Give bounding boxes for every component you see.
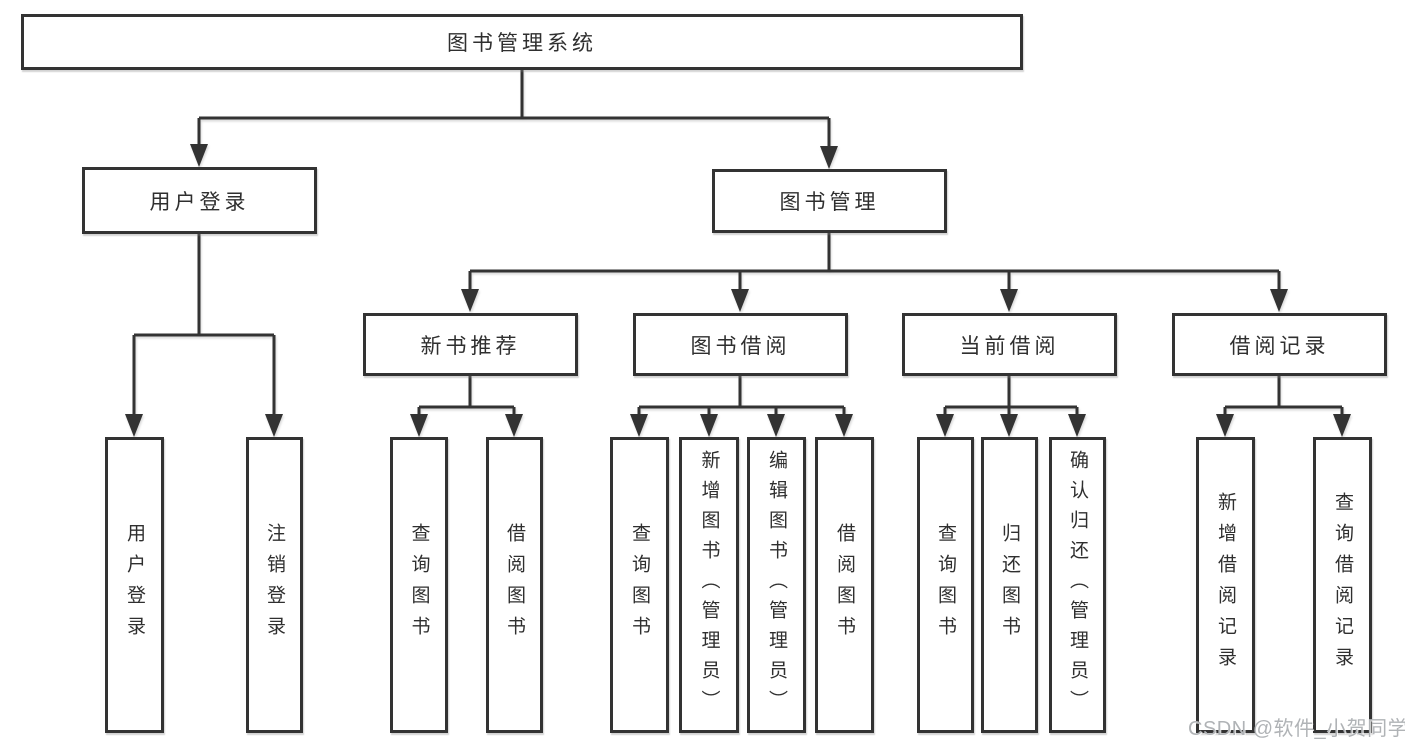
node-label: 新增借阅记录: [1215, 492, 1236, 678]
node-label: 查询借阅记录: [1332, 492, 1353, 678]
watermark-text: CSDN @软件_小贺同学: [1188, 718, 1405, 740]
node-label: 借阅记录: [1229, 334, 1330, 358]
node-book-borrow: 图书借阅: [633, 313, 848, 376]
leaf-query-borrow-record: 查询借阅记录: [1313, 437, 1372, 733]
leaf-confirm-return-admin: 确认归还（管理员）: [1049, 437, 1106, 733]
node-label: 查询图书: [408, 523, 430, 647]
node-user-login: 用户登录: [82, 167, 317, 234]
leaf-add-book-admin: 新增图书（管理员）: [679, 437, 739, 733]
node-current-borrow: 当前借阅: [902, 313, 1117, 376]
node-label: 查询图书: [629, 523, 650, 647]
leaf-logout: 注销登录: [246, 437, 303, 733]
node-label: 注销登录: [264, 523, 285, 647]
node-label: 确认归还（管理员）: [1067, 450, 1088, 720]
node-book-management: 图书管理: [712, 169, 947, 233]
node-label: 编辑图书（管理员）: [766, 450, 787, 720]
node-label: 归还图书: [999, 523, 1020, 647]
node-label: 新书推荐: [420, 334, 521, 358]
node-label: 图书管理: [779, 191, 880, 214]
node-label: 当前借阅: [959, 334, 1060, 358]
node-label: 借阅图书: [504, 523, 525, 647]
leaf-query-books-borrow: 查询图书: [610, 437, 669, 733]
leaf-borrow-books-recommend: 借阅图书: [486, 437, 543, 733]
node-label: 图书借阅: [690, 334, 791, 358]
leaf-return-book: 归还图书: [981, 437, 1038, 733]
leaf-edit-book-admin: 编辑图书（管理员）: [747, 437, 806, 733]
node-label: 借阅图书: [834, 523, 855, 647]
node-label: 查询图书: [935, 523, 956, 647]
node-label: 用户登录: [124, 523, 145, 647]
node-label: 新增图书（管理员）: [698, 450, 720, 720]
leaf-add-borrow-record: 新增借阅记录: [1196, 437, 1255, 733]
leaf-query-books-current: 查询图书: [917, 437, 974, 733]
leaf-borrow-books: 借阅图书: [815, 437, 874, 733]
node-label: 用户登录: [149, 190, 250, 214]
node-borrow-records: 借阅记录: [1172, 313, 1387, 376]
leaf-user-login: 用户登录: [105, 437, 164, 733]
node-root: 图书管理系统: [21, 14, 1023, 70]
node-new-book-recommend: 新书推荐: [363, 313, 578, 376]
node-label: 图书管理系统: [447, 32, 597, 55]
leaf-query-books-recommend: 查询图书: [390, 437, 448, 733]
